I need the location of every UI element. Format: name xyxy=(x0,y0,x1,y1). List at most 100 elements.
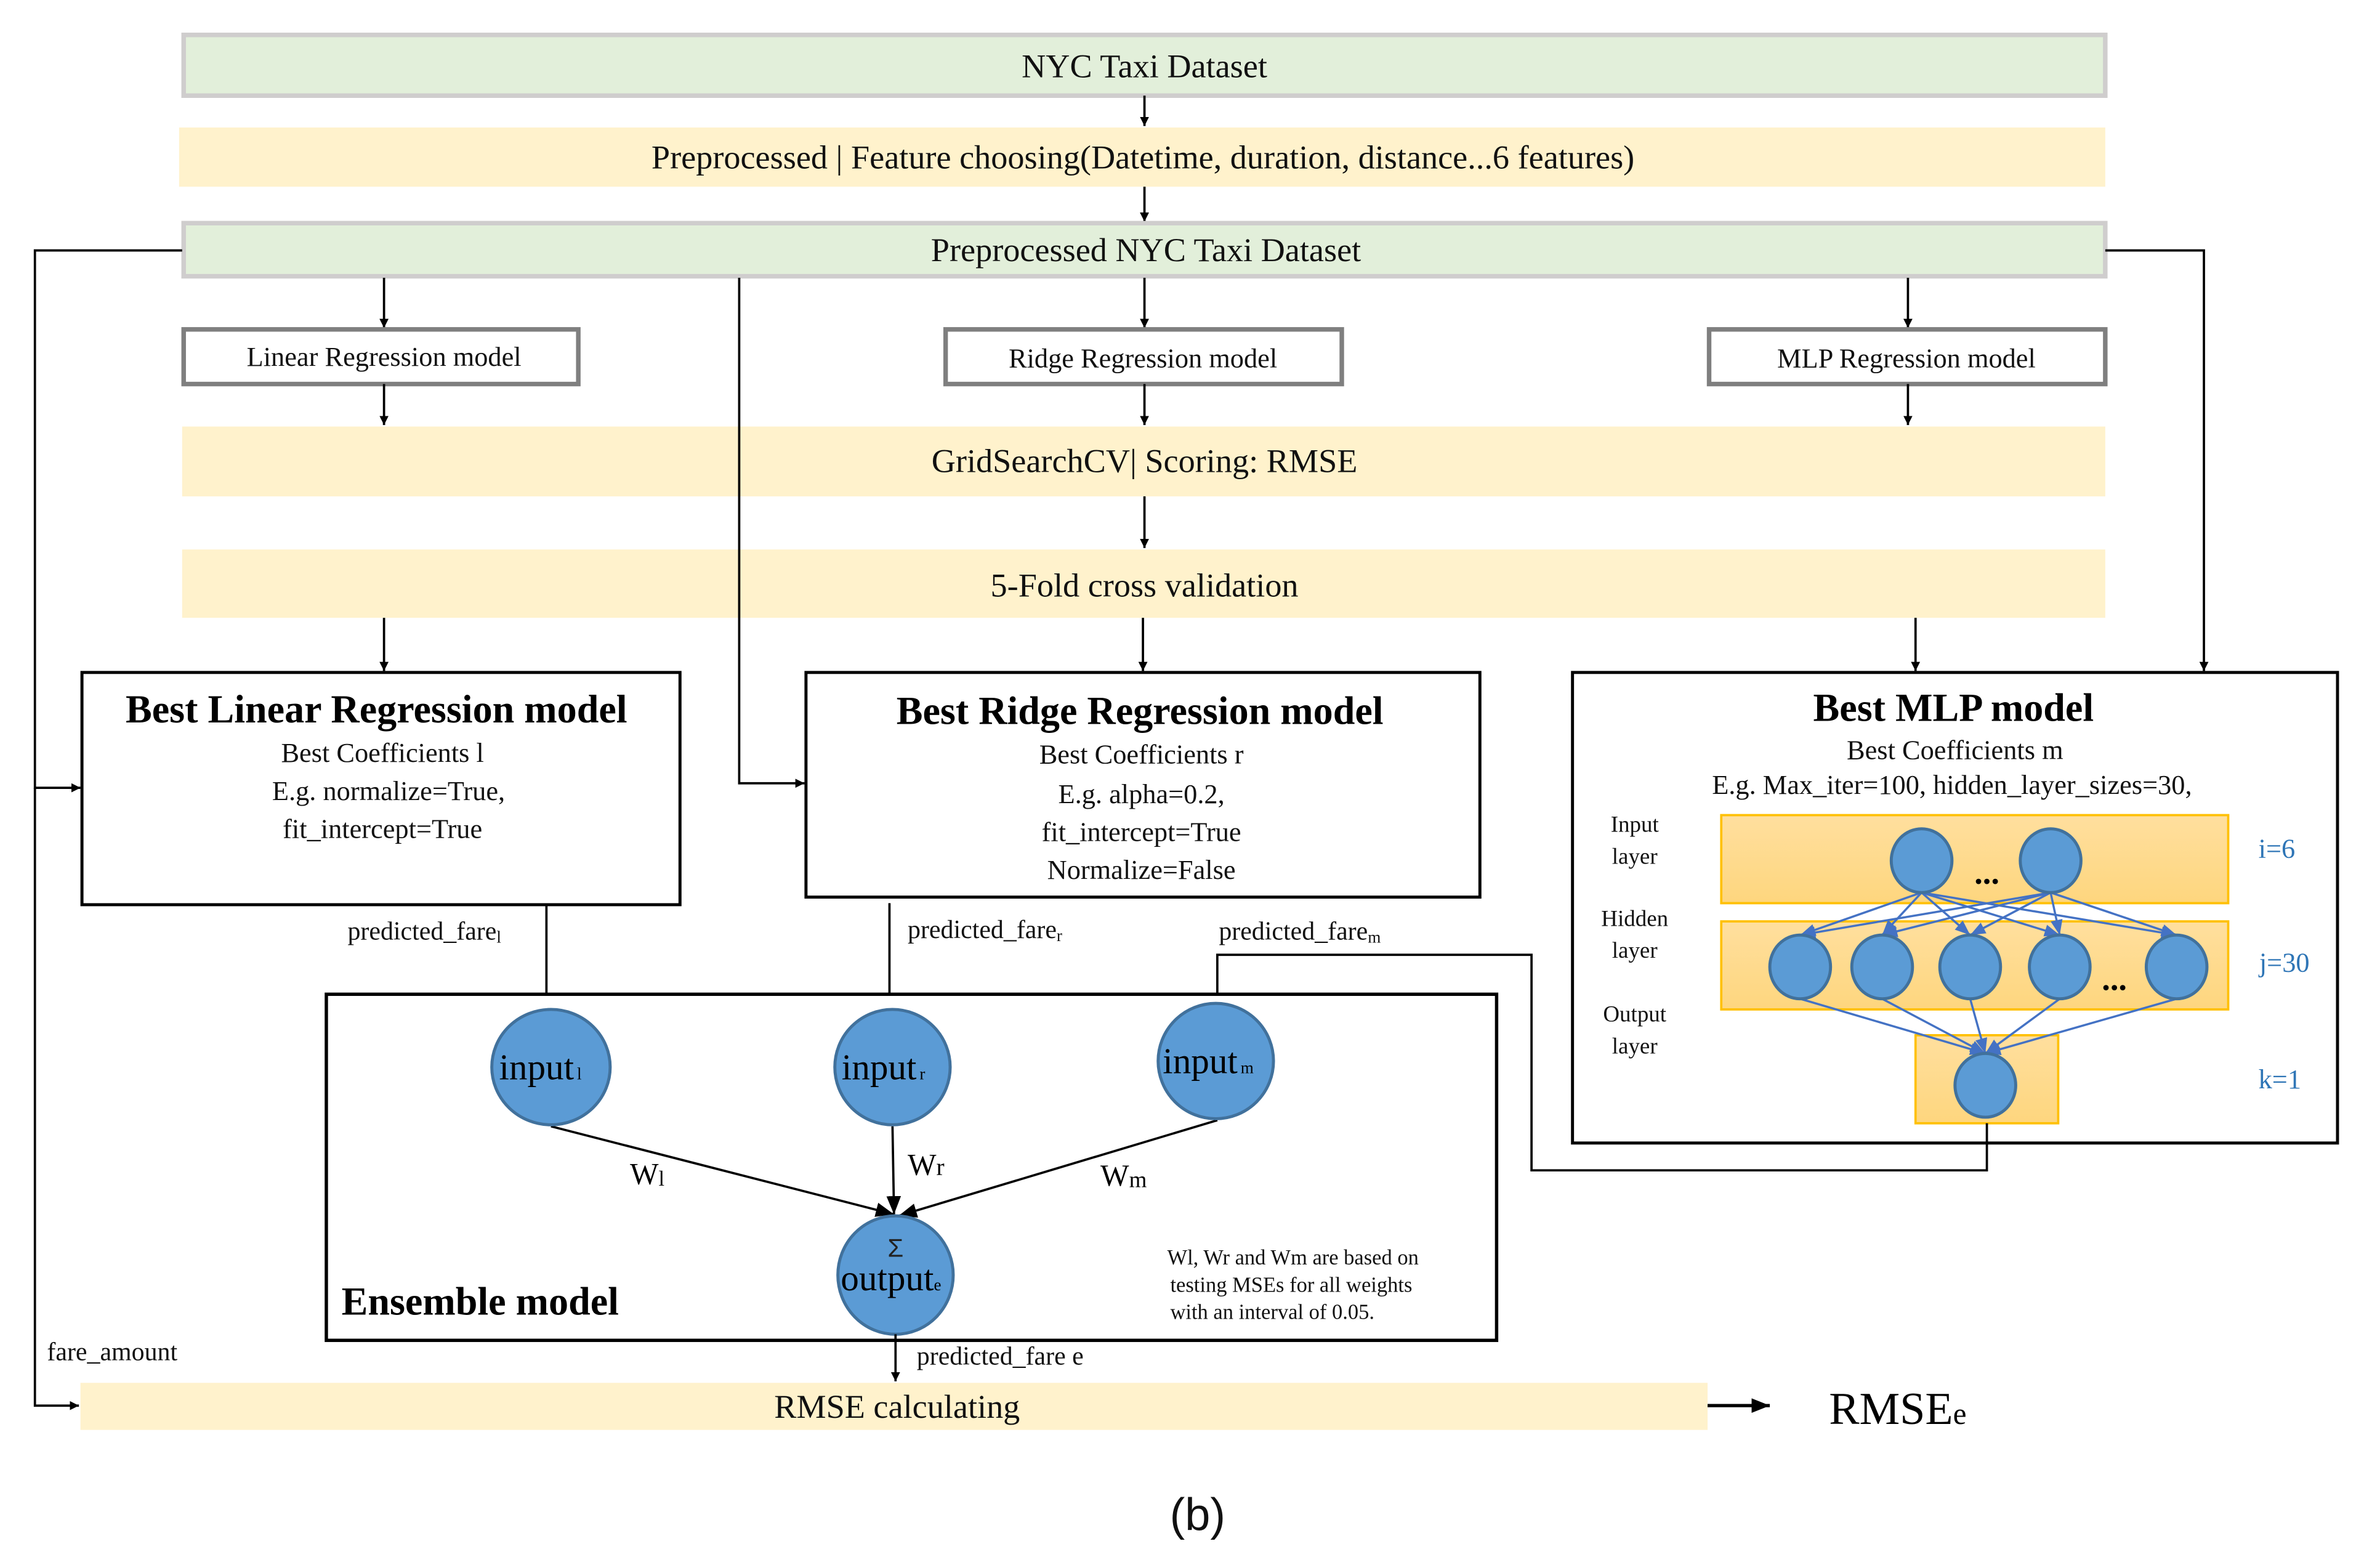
best-linear-model-box: Best Linear Regression model Best Coeffi… xyxy=(80,671,682,907)
dataset-label: NYC Taxi Dataset xyxy=(1022,48,1267,85)
preprocessed-dataset-box: Preprocessed NYC Taxi Dataset xyxy=(181,220,2108,279)
best-linear-line-2: E.g. normalize=True, xyxy=(272,775,505,806)
cross-validation-label: 5-Fold cross validation xyxy=(991,567,1299,604)
nn-edge-input-0-hidden-2 xyxy=(1921,891,1971,936)
linear-regression-model-box: Linear Regression model xyxy=(181,327,581,387)
best-ridge-model-box: Best Ridge Regression model Best Coeffic… xyxy=(804,671,1482,899)
dataset-box: NYC Taxi Dataset xyxy=(181,32,2108,98)
best-linear-line-3: fit_intercept=True xyxy=(283,813,482,844)
weight-l-label: Wl xyxy=(630,1157,664,1191)
predicted-fare-ridge-label: predicted_farer xyxy=(908,916,1062,945)
ridge-model-label: Ridge Regression model xyxy=(1009,342,1277,373)
nn-edge-hidden-1-output xyxy=(1881,998,1986,1054)
hidden-dim-label: j=30 xyxy=(2258,947,2310,977)
sigma-symbol: Σ xyxy=(887,1234,903,1263)
edge-input-m-to-output xyxy=(898,1119,1218,1218)
hidden-layer-ellipsis: ... xyxy=(2102,960,2127,997)
nn-input-node-1 xyxy=(2019,827,2083,894)
nn-edge-input-1-hidden-1 xyxy=(1882,891,2051,937)
line-mlp-output-to-input-m xyxy=(1212,953,1988,1172)
nn-edge-input-1-hidden-4 xyxy=(2050,891,2177,936)
figure-caption: (b) xyxy=(1170,1489,1225,1540)
fare-amount-label: fare_amount xyxy=(47,1338,177,1366)
rmse-result-label: RMSEe xyxy=(1829,1383,1966,1434)
nn-hidden-node-0 xyxy=(1768,933,1833,1001)
nn-edge-input-1-hidden-0 xyxy=(1800,891,2051,939)
input-layer-label-1: Input xyxy=(1611,812,1660,837)
output-e-node: Σ outpute xyxy=(836,1214,955,1336)
bypass-line-to-best-linear xyxy=(33,249,182,793)
best-ridge-line-3: fit_intercept=True xyxy=(1042,816,1241,847)
weights-note-line-2: testing MSEs for all weights xyxy=(1170,1273,1412,1296)
best-ridge-line-1: Best Coefficients r xyxy=(1039,739,1244,770)
best-ridge-line-2: E.g. alpha=0.2, xyxy=(1059,778,1225,809)
nn-edge-hidden-0-output xyxy=(1799,998,1986,1055)
output-dim-label: k=1 xyxy=(2259,1064,2301,1094)
nn-edge-input-0-hidden-0 xyxy=(1799,891,1922,936)
fare-amount-line xyxy=(33,788,79,1410)
best-ridge-line-4: Normalize=False xyxy=(1047,854,1236,885)
nn-hidden-node-2 xyxy=(1938,933,2003,1001)
input-dim-label: i=6 xyxy=(2259,833,2296,864)
nn-nodes xyxy=(1768,827,2209,1119)
nn-edge-input-0-hidden-3 xyxy=(1921,891,2060,937)
nn-edge-input-0-hidden-4 xyxy=(1921,891,2177,939)
weights-note-line-1: Wl, Wr and Wm are based on xyxy=(1168,1246,1419,1269)
edge-input-r-to-output xyxy=(886,1126,902,1215)
rmse-calculating-band: RMSE calculating xyxy=(80,1383,1708,1430)
mlp-regression-model-box: MLP Regression model xyxy=(1706,327,2108,387)
rmse-calculating-label: RMSE calculating xyxy=(774,1388,1020,1425)
predicted-fare-e-label: predicted_fare e xyxy=(917,1343,1084,1371)
nn-edge-hidden-4-output xyxy=(1985,998,2177,1056)
best-linear-line-1: Best Coefficients l xyxy=(281,737,483,768)
gridsearch-label: GridSearchCV| Scoring: RMSE xyxy=(932,442,1358,479)
best-ridge-title: Best Ridge Regression model xyxy=(897,689,1384,733)
preprocess-label: Preprocessed | Feature choosing(Datetime… xyxy=(651,139,1634,176)
nn-edge-input-1-hidden-3 xyxy=(2049,892,2063,936)
nn-hidden-node-4 xyxy=(2144,933,2209,1001)
nn-edge-input-1-hidden-2 xyxy=(1969,891,2051,936)
predicted-fare-linear-label: predicted_farel xyxy=(347,918,501,947)
best-mlp-title: Best MLP model xyxy=(1813,686,2094,730)
input-layer-rect xyxy=(1720,814,2230,905)
nn-hidden-node-1 xyxy=(1850,933,1914,1001)
best-linear-title: Best Linear Regression model xyxy=(126,687,627,731)
preprocess-band: Preprocessed | Feature choosing(Datetime… xyxy=(179,127,2105,187)
hidden-layer-label-1: Hidden xyxy=(1601,905,1668,931)
nn-edge-hidden-2-output xyxy=(1969,998,1988,1054)
bypass-line-to-best-ridge xyxy=(738,278,805,788)
nn-hidden-node-3 xyxy=(2028,933,2092,1001)
hidden-layer-label-2: layer xyxy=(1612,937,1658,963)
best-mlp-model-box: Best MLP model Best Coefficients m E.g. … xyxy=(1571,671,2339,1145)
best-mlp-line-1: Best Coefficients m xyxy=(1847,734,2063,765)
ensemble-title: Ensemble model xyxy=(342,1279,619,1323)
cross-validation-band: 5-Fold cross validation xyxy=(182,549,2105,618)
preprocessed-dataset-label: Preprocessed NYC Taxi Dataset xyxy=(931,232,1361,269)
mlp-model-label: MLP Regression model xyxy=(1777,342,2036,373)
input-layer-ellipsis: ... xyxy=(1974,854,1999,891)
output-e-label: outpute xyxy=(841,1258,941,1298)
output-layer-label-2: layer xyxy=(1612,1033,1658,1058)
weight-r-label: Wr xyxy=(908,1148,945,1182)
ridge-regression-model-box: Ridge Regression model xyxy=(943,327,1344,387)
output-layer-label-1: Output xyxy=(1603,1001,1666,1027)
weights-note-line-3: with an interval of 0.05. xyxy=(1170,1301,1374,1324)
nn-input-node-0 xyxy=(1889,827,1954,894)
nn-edges xyxy=(1799,891,2177,1056)
gridsearch-band: GridSearchCV| Scoring: RMSE xyxy=(182,426,2105,496)
predicted-fare-mlp-label: predicted_farem xyxy=(1219,918,1381,947)
edge-input-l-to-output xyxy=(551,1125,895,1217)
input-layer-label-2: layer xyxy=(1612,843,1658,868)
bypass-line-to-best-mlp xyxy=(2105,249,2209,671)
weight-m-label: Wm xyxy=(1100,1159,1147,1192)
best-mlp-line-2: E.g. Max_iter=100, hidden_layer_sizes=30… xyxy=(1712,769,2192,800)
nn-output-node xyxy=(1953,1051,2017,1119)
